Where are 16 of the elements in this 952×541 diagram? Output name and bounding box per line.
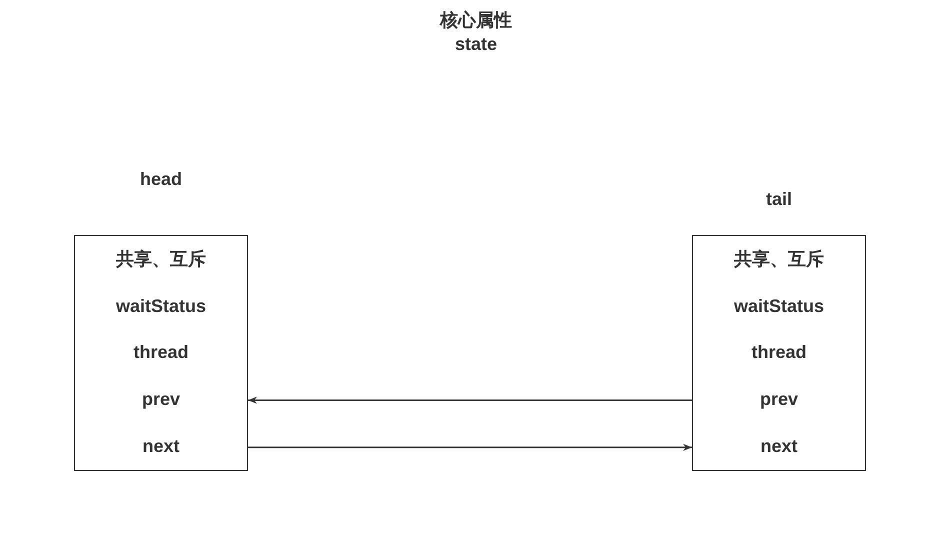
title: 核心属性 [440, 9, 512, 32]
field-label: thread [133, 341, 188, 364]
field-label: 共享、互斥 [734, 248, 824, 271]
field-label: prev [142, 388, 180, 412]
field-label: waitStatus [116, 294, 206, 318]
field-label: thread [751, 341, 806, 364]
field-label: next [142, 435, 180, 458]
subtitle-label: state [454, 33, 498, 56]
node-heading: head [140, 168, 182, 191]
field-label: prev [760, 388, 798, 412]
field-label: waitStatus [734, 294, 824, 318]
arrow [248, 444, 692, 451]
arrow [248, 396, 692, 404]
field-label: next [760, 435, 798, 458]
node-heading: tail [766, 188, 792, 211]
field-label: 共享、互斥 [116, 248, 206, 271]
